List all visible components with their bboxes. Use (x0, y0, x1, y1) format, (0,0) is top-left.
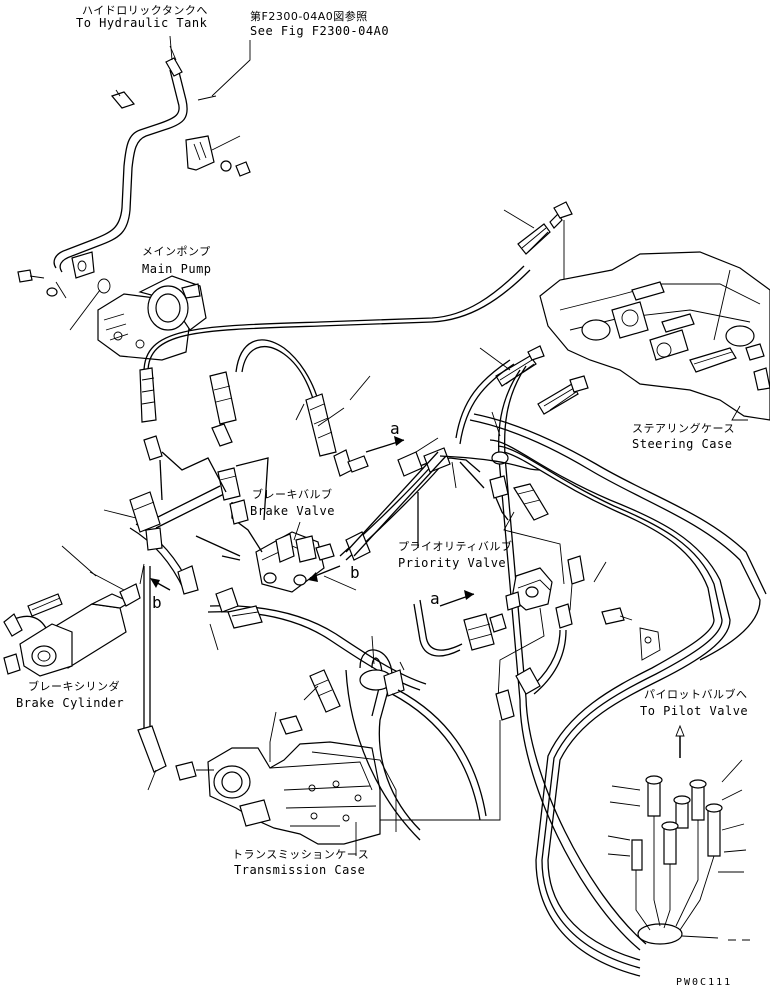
pilot-valve-label-en: To Pilot Valve (640, 704, 749, 718)
ref-b-left: b (152, 593, 163, 612)
steering-case-label-en: Steering Case (632, 437, 733, 451)
brake-valve-label-jp: ブレーキバルブ (252, 488, 333, 501)
main-pump (18, 252, 206, 360)
brake-hoses (104, 340, 564, 594)
transmission-case-label-jp: トランスミッションケース (232, 848, 370, 861)
steering-case-label-jp: ステアリングケース (632, 422, 735, 435)
priority-valve-label-en: Priority Valve (398, 556, 507, 570)
main-pump-label-jp: メインポンプ (142, 245, 211, 258)
ref-a-upper: a (390, 419, 401, 438)
reference-arrows (150, 436, 680, 758)
ref-a-lower: a (430, 589, 441, 608)
ref-b-mid: b (350, 563, 361, 582)
main-pump-label-en: Main Pump (142, 262, 212, 276)
brake-cylinder-label-jp: ブレーキシリンダ (28, 680, 120, 693)
hydraulic-tank-label-en: To Hydraulic Tank (76, 16, 208, 30)
hydraulic-tank-label-jp: ハイドロリックタンクへ (82, 4, 208, 17)
transmission-case (138, 566, 486, 856)
brake-cylinder-label-en: Brake Cylinder (16, 696, 125, 710)
see-fig-label-jp: 第F2300-04A0図参照 (250, 10, 368, 23)
steering-case (496, 252, 770, 420)
drawing-code: PW0C111 (676, 977, 733, 988)
brake-valve-label-en: Brake Valve (250, 504, 335, 518)
brake-valve (256, 522, 356, 592)
leader-lines (170, 36, 510, 436)
pilot-valve-hoses (608, 726, 746, 930)
transmission-case-label-en: Transmission Case (234, 863, 366, 877)
pump-delivery-hoses (140, 202, 572, 460)
brake-cylinder (4, 546, 144, 676)
priority-valve-label-jp: プライオリティバルブ (398, 540, 513, 553)
pipe-bundle (456, 360, 766, 976)
priority-valve (360, 556, 632, 820)
pilot-valve-label-jp: パイロットバルブへ (644, 688, 748, 701)
tank-return-pipe (54, 46, 250, 272)
see-fig-label-en: See Fig F2300-04A0 (250, 24, 390, 38)
